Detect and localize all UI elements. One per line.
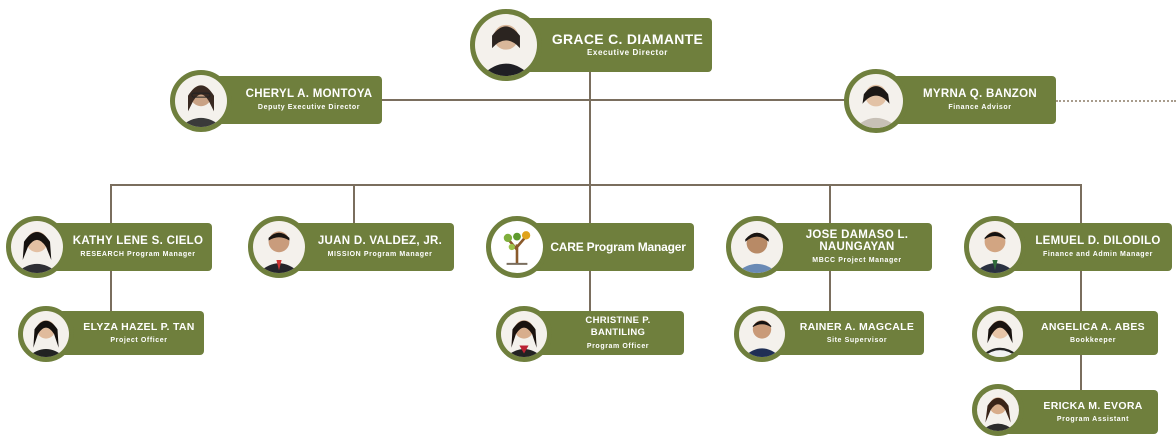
- person-avatar-icon: [726, 216, 788, 278]
- node-name: KATHY LENE S. CIELO: [72, 235, 204, 247]
- node-name: CHRISTINE P. BANTILING: [585, 315, 651, 338]
- node-title: Project Officer: [110, 337, 168, 344]
- connector-line: [589, 184, 591, 224]
- person-avatar-icon: [496, 306, 552, 362]
- person-avatar-icon: [972, 384, 1024, 436]
- node-name: LEMUEL D. DILODILO: [1035, 235, 1161, 247]
- connector-line: [829, 270, 831, 315]
- node-title: MBCC Project Manager: [812, 257, 902, 264]
- connector-line: [110, 184, 1082, 186]
- person-avatar-icon: [470, 9, 542, 81]
- node-title: Program Assistant: [1056, 416, 1130, 423]
- node-name: ELYZA HAZEL P. TAN: [83, 321, 195, 333]
- node-name: RAINER A. MAGCALE: [799, 321, 915, 333]
- person-avatar-icon: [844, 69, 908, 133]
- connector-line: [829, 184, 831, 224]
- person-avatar-icon: [248, 216, 310, 278]
- node-name: CHERYL A. MONTOYA: [245, 88, 373, 100]
- connector-line-dotted: [1056, 100, 1176, 102]
- person-avatar-icon: [734, 306, 790, 362]
- person-avatar-icon: [6, 216, 68, 278]
- person-avatar-icon: [964, 216, 1026, 278]
- person-avatar-icon: [18, 306, 74, 362]
- node-title: Finance Advisor: [948, 104, 1012, 111]
- connector-line: [1080, 184, 1082, 224]
- connector-line: [380, 99, 850, 101]
- node-title: Finance and Admin Manager: [1042, 251, 1154, 258]
- node-name: JOSE DAMASO L. NAUNGAYAN: [805, 229, 909, 253]
- node-title: Program Officer: [586, 343, 650, 350]
- node-title: Deputy Executive Director: [257, 104, 361, 111]
- connector-line: [589, 70, 591, 185]
- node-name: ANGELICA A. ABES: [1041, 321, 1145, 333]
- person-avatar-icon: [972, 306, 1028, 362]
- node-title: Site Supervisor: [826, 337, 888, 344]
- connector-line: [110, 270, 112, 315]
- connector-line: [110, 184, 112, 224]
- connector-line: [353, 184, 355, 224]
- node-name: GRACE C. DIAMANTE: [551, 31, 704, 47]
- node-title: RESEARCH Program Manager: [80, 251, 196, 258]
- node-title: MISSION Program Manager: [327, 251, 433, 258]
- connector-line: [589, 270, 591, 315]
- node-name: ERICKA M. EVORA: [1043, 400, 1143, 412]
- tree-logo-icon: [486, 216, 548, 278]
- node-title: Executive Director: [586, 48, 669, 57]
- person-avatar-icon: [170, 70, 232, 132]
- node-name: MYRNA Q. BANZON: [923, 88, 1037, 100]
- node-name: JUAN D. VALDEZ, JR.: [317, 235, 443, 247]
- node-title: Bookkeeper: [1069, 337, 1117, 344]
- node-name: CARE Program Manager: [550, 240, 686, 254]
